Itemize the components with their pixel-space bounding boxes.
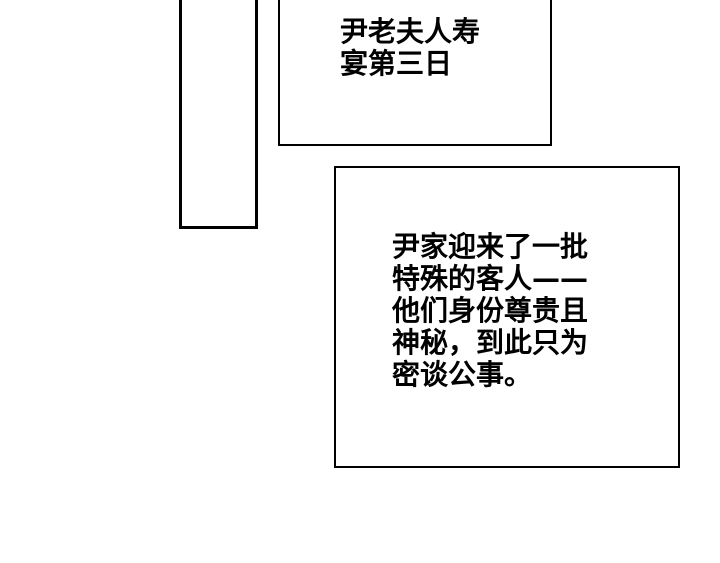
caption-text-bottom: 尹家迎来了一批 特殊的客人—— 他们身份尊贵且 神秘，到此只为 密谈公事。	[392, 230, 589, 391]
caption-text-top: 尹老夫人寿 宴第三日	[340, 15, 481, 80]
caption-box-top: 尹老夫人寿 宴第三日	[278, 0, 552, 146]
comic-panel-frame	[179, 0, 258, 229]
caption-box-bottom: 尹家迎来了一批 特殊的客人—— 他们身份尊贵且 神秘，到此只为 密谈公事。	[334, 166, 680, 468]
